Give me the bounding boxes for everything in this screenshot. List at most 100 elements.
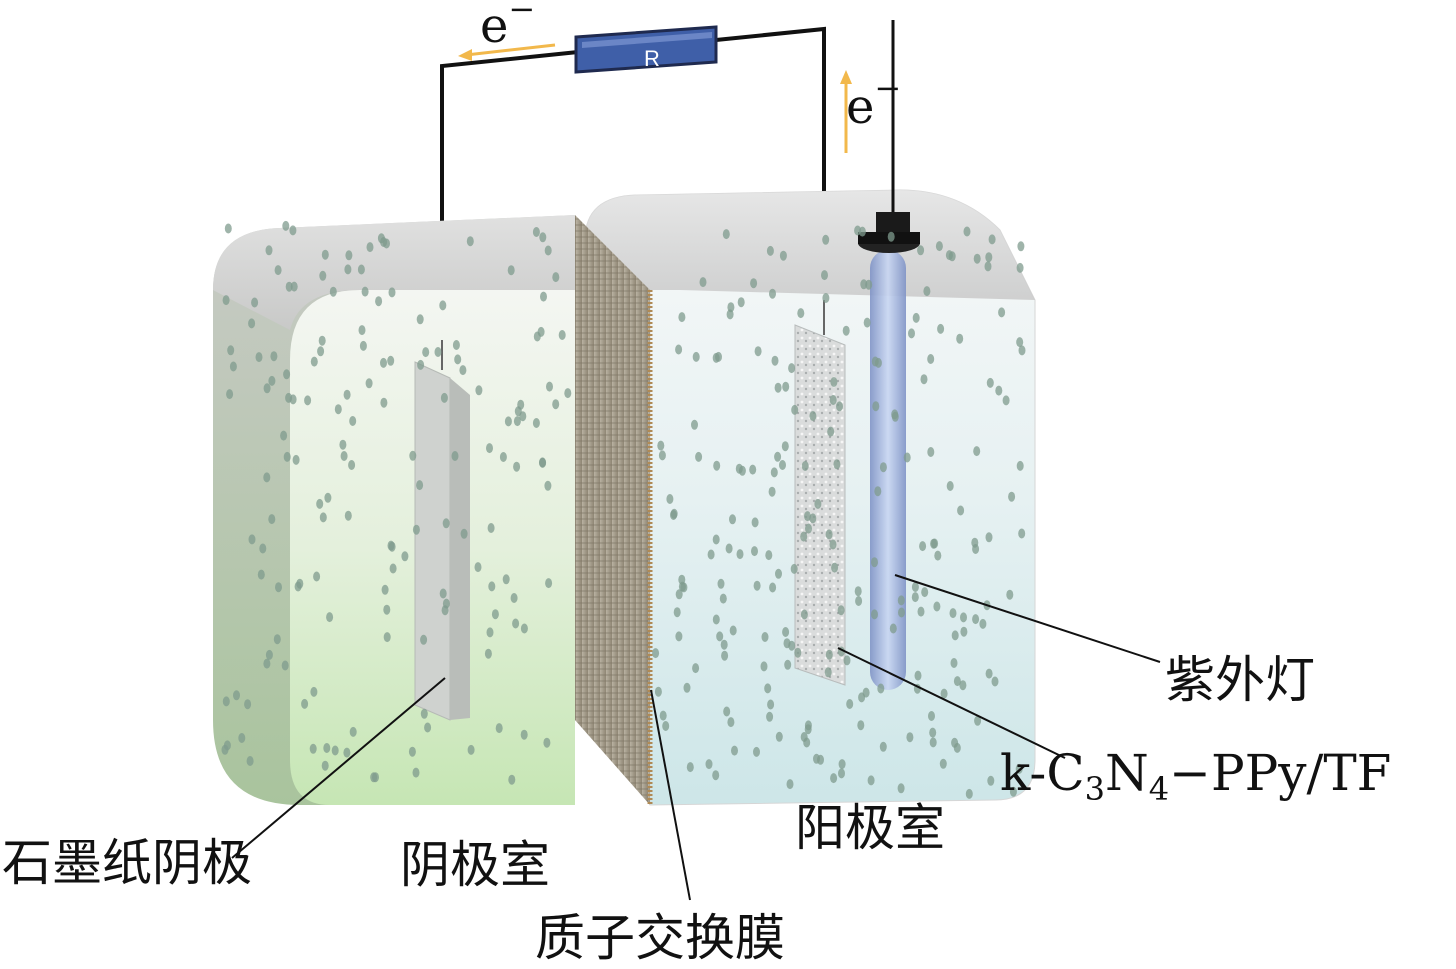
bubble — [753, 580, 761, 591]
bubble — [416, 480, 424, 491]
bubble — [712, 534, 720, 545]
bubble — [452, 340, 460, 350]
bubble — [539, 232, 547, 243]
electron-arrow-top — [458, 43, 556, 61]
bubble — [533, 331, 541, 342]
bubble — [712, 770, 720, 781]
bubble — [813, 753, 820, 764]
bubble — [670, 508, 678, 519]
bubble — [824, 667, 832, 678]
bubble — [972, 614, 980, 625]
bubble — [764, 683, 772, 694]
bubble — [440, 392, 448, 403]
bubble — [439, 300, 447, 311]
bubble — [343, 747, 351, 758]
bubble — [292, 454, 300, 465]
photoanode — [794, 300, 846, 686]
bubble — [963, 226, 971, 237]
bubble — [933, 601, 941, 612]
bubble — [255, 352, 263, 363]
bubble — [401, 551, 409, 562]
bubble — [822, 234, 830, 245]
bubble — [248, 534, 256, 545]
bubble — [488, 581, 496, 592]
bubble — [675, 631, 683, 642]
bubble — [513, 416, 521, 427]
bubble — [906, 732, 914, 743]
bubble — [794, 647, 802, 658]
bubble — [857, 720, 865, 731]
bubble — [695, 451, 703, 462]
label-photoanode: k-C3N4−PPy/TF — [1000, 744, 1391, 808]
bubble — [985, 532, 993, 543]
bubble — [678, 312, 686, 323]
bubble — [959, 680, 967, 691]
bubble — [439, 588, 447, 599]
bubble — [388, 287, 396, 298]
bubble — [809, 411, 817, 421]
bubble — [662, 721, 670, 731]
bubble — [891, 411, 899, 422]
bubble — [545, 578, 553, 589]
bubble — [843, 655, 851, 666]
bubble — [238, 733, 246, 743]
bubble — [510, 593, 518, 603]
bubble — [263, 658, 271, 669]
bubble — [319, 512, 327, 523]
bubble — [282, 220, 290, 231]
bubble — [751, 546, 758, 557]
bubble — [552, 272, 560, 283]
bubble — [935, 241, 943, 252]
bubble — [912, 312, 920, 323]
bubble — [984, 261, 992, 272]
bubble — [273, 634, 281, 645]
bubble — [348, 460, 356, 470]
bubble — [301, 698, 309, 709]
label-anode-chamber: 阳极室 — [795, 799, 945, 857]
bubble — [451, 451, 459, 461]
bubble — [387, 540, 395, 551]
bubble — [920, 374, 928, 385]
bubble — [265, 649, 273, 660]
bubble — [769, 288, 776, 299]
bubble — [871, 609, 878, 620]
bubble — [928, 711, 935, 721]
bubble — [725, 543, 733, 554]
bubble — [383, 238, 390, 249]
bubble — [717, 578, 725, 589]
bubble — [459, 365, 467, 376]
bubble — [723, 706, 731, 717]
bubble — [226, 389, 234, 400]
bubbles — [221, 220, 1026, 799]
bubble — [514, 406, 522, 417]
bubble — [830, 773, 838, 784]
bubble — [675, 589, 683, 600]
bubble — [1018, 528, 1026, 539]
bubble — [222, 295, 230, 306]
bubble — [782, 627, 790, 637]
bubble — [731, 745, 738, 756]
bubble — [973, 253, 981, 264]
bubble — [349, 726, 357, 737]
bubble — [867, 775, 875, 786]
bubble — [652, 648, 660, 659]
bubble — [712, 614, 720, 625]
bubble — [995, 385, 1003, 396]
bubble — [1002, 395, 1010, 406]
bubble — [707, 549, 715, 560]
bubble — [903, 452, 911, 463]
bubble — [863, 317, 871, 328]
bubble — [775, 568, 782, 579]
bubble — [387, 355, 395, 366]
bubble — [357, 264, 365, 275]
bubble — [836, 401, 843, 412]
bubble — [323, 743, 331, 753]
bubble — [721, 650, 729, 661]
bubble — [512, 618, 520, 629]
bubble — [361, 286, 369, 297]
bubble — [726, 309, 734, 320]
bubble — [953, 676, 961, 687]
bubble — [313, 571, 321, 582]
bubble — [790, 563, 798, 574]
bubble — [546, 381, 553, 392]
